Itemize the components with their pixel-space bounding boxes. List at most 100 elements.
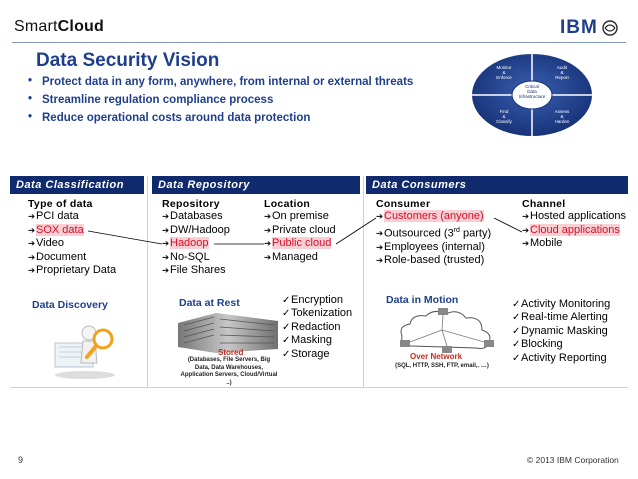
list-item: ➔Hadoop xyxy=(162,237,230,251)
consumer-list: ➔Customers (anyone) ➔Outsourced (3rd par… xyxy=(376,210,491,268)
brand-light: Smart xyxy=(14,18,58,35)
band-data-consumers: Data Consumers xyxy=(366,176,628,194)
page-title: Data Security Vision xyxy=(36,50,219,72)
arrow-icon: ➔ xyxy=(264,251,272,265)
check-item: ✓Tokenization xyxy=(282,307,352,320)
bullet-list: Protect data in any form, anywhere, from… xyxy=(28,76,413,130)
bullet-item: Streamline regulation compliance process xyxy=(28,94,413,106)
arrow-icon: ➔ xyxy=(162,210,170,224)
checkmark-icon: ✓ xyxy=(282,294,291,307)
list-item: ➔Databases xyxy=(162,210,230,224)
arrow-icon: ➔ xyxy=(376,210,384,224)
network-cloud-icon xyxy=(392,306,502,356)
page-number: 9 xyxy=(18,455,23,465)
location-heading: Location xyxy=(264,198,310,210)
arrow-icon: ➔ xyxy=(28,210,36,224)
check-item: ✓Storage xyxy=(282,348,352,361)
list-item: ➔On premise xyxy=(264,210,336,224)
data-discovery-label: Data Discovery xyxy=(32,299,108,311)
repository-heading: Repository xyxy=(162,198,220,210)
type-of-data-list: ➔PCI data ➔SOX data ➔Video ➔Document ➔Pr… xyxy=(28,210,116,278)
header-divider xyxy=(12,42,626,43)
arrow-icon: ➔ xyxy=(376,254,384,268)
arrow-icon: ➔ xyxy=(162,251,170,265)
check-item: ✓Encryption xyxy=(282,294,352,307)
list-item: ➔Role-based (trusted) xyxy=(376,254,491,268)
list-item: ➔Employees (internal) xyxy=(376,241,491,255)
motion-controls-list: ✓Activity Monitoring ✓Real-time Alerting… xyxy=(512,298,610,365)
arrow-icon: ➔ xyxy=(28,251,36,265)
list-item: ➔Proprietary Data xyxy=(28,264,116,278)
checkmark-icon: ✓ xyxy=(512,298,521,311)
list-item: ➔DW/Hadoop xyxy=(162,224,230,238)
type-of-data-heading: Type of data xyxy=(28,198,93,210)
arrow-icon: ➔ xyxy=(522,237,530,251)
stored-detail: (Databases, File Servers, Big Data, Data… xyxy=(180,357,278,387)
checkmark-icon: ✓ xyxy=(282,334,291,347)
arrow-icon: ➔ xyxy=(522,224,530,238)
check-item: ✓Activity Reporting xyxy=(512,352,610,365)
list-item: ➔Private cloud xyxy=(264,224,336,238)
brand-logo: SmartCloud xyxy=(14,18,104,36)
bullet-item: Reduce operational costs around data pro… xyxy=(28,112,413,124)
check-item: ✓Dynamic Masking xyxy=(512,325,610,338)
list-item: ➔SOX data xyxy=(28,224,116,238)
over-network-label: Over Network xyxy=(410,352,462,361)
list-item: ➔No-SQL xyxy=(162,251,230,265)
magnifier-figure-icon xyxy=(45,313,125,381)
arrow-icon: ➔ xyxy=(28,237,36,251)
arrow-icon: ➔ xyxy=(28,264,36,278)
checkmark-icon: ✓ xyxy=(512,338,521,351)
list-item: ➔Video xyxy=(28,237,116,251)
channel-list: ➔Hosted applications ➔Cloud applications… xyxy=(522,210,626,251)
list-item: ➔Document xyxy=(28,251,116,265)
checkmark-icon: ✓ xyxy=(512,352,521,365)
smarter-planet-icon xyxy=(602,20,618,36)
checkmark-icon: ✓ xyxy=(282,307,291,320)
brand-bold: Cloud xyxy=(58,18,104,35)
checkmark-icon: ✓ xyxy=(282,348,291,361)
channel-heading: Channel xyxy=(522,198,566,210)
rest-controls-list: ✓Encryption ✓Tokenization ✓Redaction ✓Ma… xyxy=(282,294,352,361)
list-item: ➔Public cloud xyxy=(264,237,336,251)
list-item: ➔PCI data xyxy=(28,210,116,224)
panel-divider xyxy=(147,176,148,388)
checkmark-icon: ✓ xyxy=(512,311,521,324)
copyright: © 2013 IBM Corporation xyxy=(527,455,619,465)
data-at-rest-label: Data at Rest xyxy=(179,297,240,309)
consumer-heading: Consumer xyxy=(376,198,430,210)
ibm-logo: IBM xyxy=(560,17,598,39)
bullet-item: Protect data in any form, anywhere, from… xyxy=(28,76,413,88)
panel-divider xyxy=(363,176,364,388)
arrow-icon: ➔ xyxy=(376,241,384,255)
list-item: ➔Outsourced (3rd party) xyxy=(376,224,491,241)
arrow-icon: ➔ xyxy=(162,264,170,278)
arrow-icon: ➔ xyxy=(264,237,272,251)
check-item: ✓Blocking xyxy=(512,338,610,351)
arrow-icon: ➔ xyxy=(264,224,272,238)
repository-list: ➔Databases ➔DW/Hadoop ➔Hadoop ➔No-SQL ➔F… xyxy=(162,210,230,278)
band-data-repository: Data Repository xyxy=(152,176,360,194)
list-item: ➔Hosted applications xyxy=(522,210,626,224)
location-list: ➔On premise ➔Private cloud ➔Public cloud… xyxy=(264,210,336,264)
arrow-icon: ➔ xyxy=(162,237,170,251)
list-item: ➔File Shares xyxy=(162,264,230,278)
check-item: ✓Activity Monitoring xyxy=(512,298,610,311)
list-item: ➔Cloud applications xyxy=(522,224,626,238)
network-detail: (SQL, HTTP, SSH, FTP, email,. …) xyxy=(382,363,502,371)
data-in-motion-label: Data in Motion xyxy=(386,294,458,306)
arrow-icon: ➔ xyxy=(162,224,170,238)
stored-label: Stored xyxy=(218,348,243,357)
arrow-icon: ➔ xyxy=(28,224,36,238)
list-item: ➔Managed xyxy=(264,251,336,265)
checkmark-icon: ✓ xyxy=(282,321,291,334)
arrow-icon: ➔ xyxy=(522,210,530,224)
list-item: ➔Mobile xyxy=(522,237,626,251)
check-item: ✓Real-time Alerting xyxy=(512,311,610,324)
checkmark-icon: ✓ xyxy=(512,325,521,338)
band-data-classification: Data Classification xyxy=(10,176,144,194)
check-item: ✓Masking xyxy=(282,334,352,347)
arrow-icon: ➔ xyxy=(264,210,272,224)
list-item: ➔Customers (anyone) xyxy=(376,210,491,224)
